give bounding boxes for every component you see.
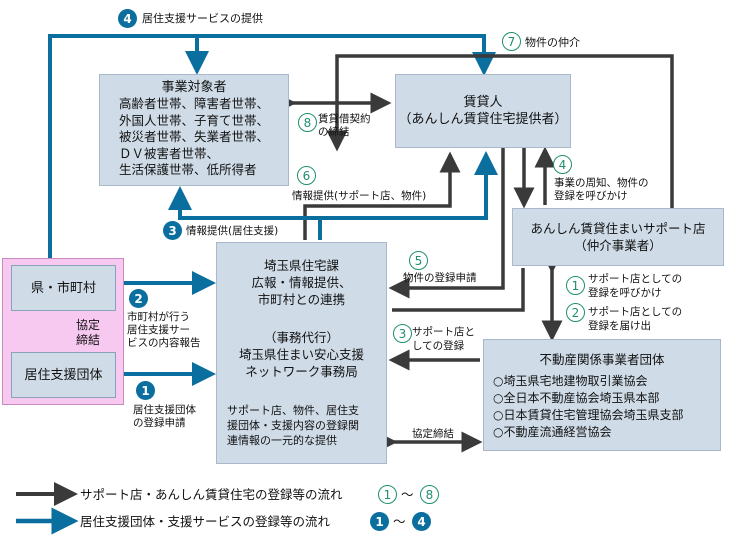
flow-3-blue-line-b bbox=[320, 151, 498, 220]
housing-division-line: （事務代行） bbox=[263, 330, 339, 345]
flow-5-label: 物件の登録申請 bbox=[403, 272, 477, 284]
target-line: 生活保護世帯、低所得者 bbox=[118, 162, 257, 177]
target-line: 被災者世帯、失業者世帯、 bbox=[118, 129, 269, 144]
housing-division-block3: サポート店、物件、居住支 援団体・支援内容の登録関 連情報の一元的な提供 bbox=[227, 403, 359, 448]
flow-2-blue-label-3: ビスの内容報告 bbox=[127, 337, 201, 349]
legend-black-tilde: ～ bbox=[401, 487, 414, 502]
target-line: 外国人世帯、子育て世帯、 bbox=[118, 112, 269, 128]
housing-division-line: 市町村との連携 bbox=[257, 292, 346, 307]
flow-6-label: 情報提供(サポート店、物件) bbox=[292, 190, 427, 202]
support-store-line2: （仲介事業者） bbox=[574, 238, 662, 253]
support-store-line1: あんしん賃貸住まいサポート店 bbox=[530, 221, 706, 236]
step-3-badge: 3 bbox=[393, 324, 412, 343]
step-1-blue-badge: 1 bbox=[136, 381, 155, 400]
landlord-line2: （あんしん賃貸住宅提供者） bbox=[398, 112, 568, 127]
legend-blue-tilde: ～ bbox=[393, 514, 406, 529]
flow-4-blue-line bbox=[48, 34, 496, 258]
housing-division-block1: 埼玉県住宅課 広報・情報提供、 市町村との連携 bbox=[217, 257, 386, 308]
flow-1-label-1: サポート店としての bbox=[588, 273, 683, 285]
housing-division-line: サポート店、物件、居住支 bbox=[227, 404, 359, 417]
housing-division-title: 埼玉県住宅課 bbox=[263, 258, 339, 273]
step-4-blue-badge: 4 bbox=[118, 9, 137, 28]
landlord-line1: 賃貸人 bbox=[463, 95, 503, 110]
support-org-label: 居住支援団体 bbox=[24, 367, 103, 383]
housing-division-line: 援団体・支援内容の登録関 bbox=[227, 419, 359, 432]
flow-7-label: 物件の仲介 bbox=[525, 36, 580, 49]
flow-4-blue-label: 居住支援サービスの提供 bbox=[142, 12, 263, 25]
legend-blue-to: 4 bbox=[412, 512, 431, 531]
flow-8-label-1: 賃貸借契約 bbox=[318, 113, 371, 125]
flow-1-blue-label-2: の登録申請 bbox=[133, 417, 186, 429]
housing-division-block2: （事務代行） 埼玉県住まい安心支援 ネットワーク事務局 bbox=[217, 329, 386, 380]
realestate-list: ○埼玉県宅地建物取引業協会 ○全日本不動産協会埼玉県本部 ○日本賃貸住宅管理協会… bbox=[493, 373, 683, 441]
flow-4-label-1: 事業の周知、物件の bbox=[554, 177, 649, 189]
flow-2-label-1: サポート店としての bbox=[588, 306, 683, 318]
flow-2-label-2: 登録を届け出 bbox=[588, 320, 651, 332]
step-4-badge: 4 bbox=[553, 155, 572, 174]
prefecture-city-label: 県・市町村 bbox=[30, 280, 96, 296]
targets-list: 高齢者世帯、障害者世帯、 外国人世帯、子育て世帯、 被災者世帯、失業者世帯、 Ｄ… bbox=[119, 96, 269, 179]
flow-5-line bbox=[388, 148, 505, 299]
flow-3-blue-line bbox=[168, 186, 322, 240]
step-5-badge: 5 bbox=[409, 251, 428, 270]
flow-2-blue-label-1: 市町村が行う bbox=[127, 311, 190, 323]
legend-black-from: 1 bbox=[378, 485, 397, 504]
realestate-item: ○日本賃貸住宅管理協会埼玉県支部 bbox=[493, 408, 684, 422]
prefecture-city-box: 県・市町村 bbox=[11, 265, 116, 311]
target-line: 高齢者世帯、障害者世帯、 bbox=[118, 96, 269, 111]
legend-blue-from: 1 bbox=[370, 512, 389, 531]
realestate-item: ○全日本不動産協会埼玉県本部 bbox=[493, 391, 660, 405]
step-2-blue-badge: 2 bbox=[129, 289, 148, 308]
flow-3-label-2: しての登録 bbox=[412, 340, 465, 352]
flow-8-label-2: の締結 bbox=[318, 126, 350, 138]
support-org-box: 居住支援団体 bbox=[11, 352, 116, 398]
housing-division-line: 連情報の一元的な提供 bbox=[227, 434, 337, 447]
step-2-badge: 2 bbox=[566, 303, 585, 322]
housing-division-box: 埼玉県住宅課 広報・情報提供、 市町村との連携 （事務代行） 埼玉県住まい安心支… bbox=[216, 242, 387, 464]
realestate-item: ○不動産流通経営協会 bbox=[493, 425, 612, 439]
step-3-blue-badge: 3 bbox=[163, 221, 182, 240]
target-line: ＤＶ被害者世帯、 bbox=[118, 145, 219, 161]
housing-division-line: 広報・情報提供、 bbox=[251, 275, 352, 290]
flow-1-label-2: 登録を呼びかけ bbox=[588, 287, 662, 299]
support-store-box: あんしん賃貸住まいサポート店 （仲介事業者） bbox=[512, 208, 724, 266]
flow-4-label-2: 登録を呼びかけ bbox=[554, 190, 628, 202]
flow-3-label-1: サポート店と bbox=[412, 326, 475, 338]
flow-6-line bbox=[303, 151, 461, 240]
legend-black-label: サポート店・あんしん賃貸住宅の登録等の流れ bbox=[80, 487, 343, 502]
agreement-right-label: 協定締結 bbox=[412, 428, 454, 440]
flow-3-blue-label: 情報提供(居住支援) bbox=[186, 225, 279, 237]
agreement-left-label-1: 協定 bbox=[76, 318, 101, 332]
realestate-item: ○埼玉県宅地建物取引業協会 bbox=[493, 374, 648, 388]
step-6-badge: 6 bbox=[297, 166, 316, 185]
legend-blue-label: 居住支援団体・支援サービスの登録等の流れ bbox=[80, 514, 331, 529]
flow-1-blue-label-1: 居住支援団体 bbox=[133, 404, 196, 416]
step-1-badge: 1 bbox=[566, 276, 585, 295]
targets-box: 事業対象者 高齢者世帯、障害者世帯、 外国人世帯、子育て世帯、 被災者世帯、失業… bbox=[99, 74, 289, 186]
agreement-left-label-2: 締結 bbox=[76, 333, 101, 347]
housing-division-line: ネットワーク事務局 bbox=[245, 364, 358, 379]
landlord-box: 賃貸人 （あんしん賃貸住宅提供者） bbox=[395, 74, 571, 148]
targets-title: 事業対象者 bbox=[161, 80, 227, 95]
flow-2-blue-label-2: 居住支援サー bbox=[127, 324, 190, 336]
housing-division-line: 埼玉県住まい安心支援 bbox=[238, 347, 364, 362]
step-8-badge: 8 bbox=[298, 113, 317, 132]
step-7-badge: 7 bbox=[502, 32, 521, 51]
flow-3-line bbox=[392, 268, 525, 312]
realestate-box: 不動産関係事業者団体 ○埼玉県宅地建物取引業協会 ○全日本不動産協会埼玉県本部 … bbox=[483, 339, 721, 451]
realestate-title: 不動産関係事業者団体 bbox=[539, 352, 665, 367]
legend-black-to: 8 bbox=[420, 485, 439, 504]
